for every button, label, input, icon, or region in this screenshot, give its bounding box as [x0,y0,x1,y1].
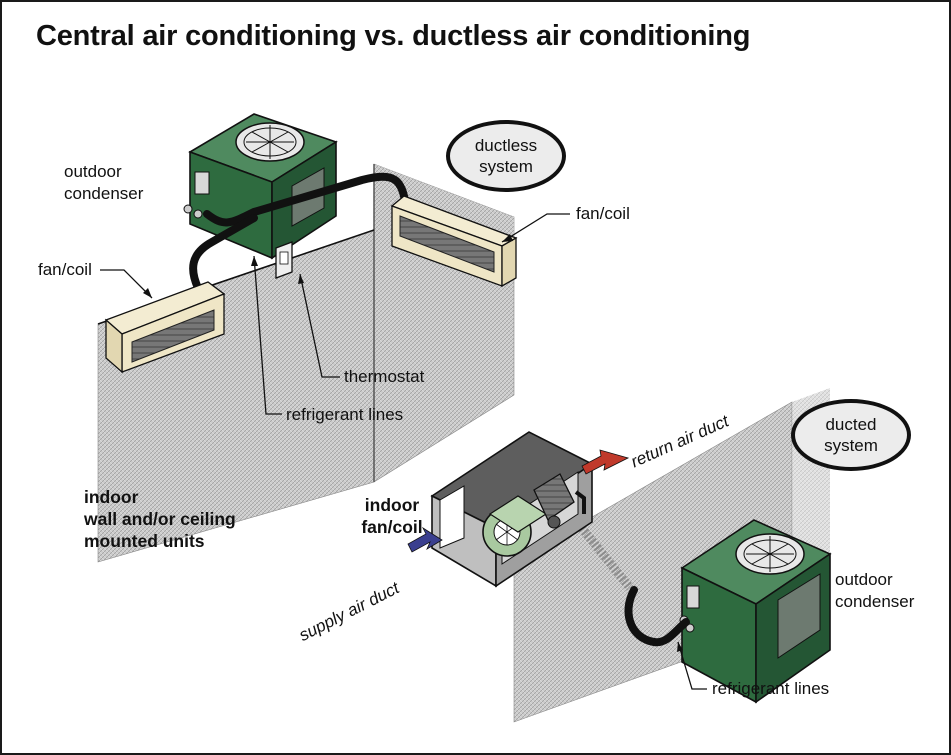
label-line: mounted units [84,531,205,551]
ducted-condenser-unit [679,519,832,704]
return-air-arrow [581,449,630,475]
ductless-refrigerant-lines-label: refrigerant lines [286,405,404,424]
ductless-outdoor-condenser-label: outdoor condenser [64,161,143,205]
ducted-refrigerant-lines-label: refrigerant lines [712,679,830,698]
label-line: condenser [835,592,915,611]
ducted-indoor-fan-coil [430,431,594,588]
ductless-fan-coil-right [390,195,518,288]
supply-air-arrow [407,526,443,553]
ducted-badge-line-1: ducted [825,415,877,434]
leader-thermostat [299,273,340,378]
leader-fan-coil-left [100,269,153,299]
ductless-refrigerant-line-right [203,172,410,227]
ducted-system-badge: ducted system [791,399,911,471]
indoor-units-label: indoor wall and/or ceiling mounted units [84,486,236,552]
ductless-badge-line-1: ductless [474,136,538,155]
label-line: indoor [84,487,139,507]
label-line: outdoor [835,570,893,589]
label-line: condenser [64,184,144,203]
ductless-condenser-unit [183,113,338,260]
ductless-system-badge: ductless system [446,120,566,192]
label-line: wall and/or ceiling [84,509,236,529]
leader-refrigerant-lines-ducted [677,641,707,690]
ductless-fan-coil-left [104,281,226,374]
ductless-fan-coil-left-label: fan/coil [38,260,92,279]
thermostat-device [275,241,293,279]
label-line: indoor [364,495,420,515]
leader-refrigerant-lines-ductless [253,255,282,415]
ductless-fan-coil-right-label: fan/coil [576,204,630,223]
ductless-badge-line-2: system [479,157,533,176]
ducted-badge-line-2: system [824,436,878,455]
ducted-outdoor-condenser-label: outdoor condenser [835,569,914,613]
thermostat-label: thermostat [344,367,425,386]
ductless-refrigerant-line-left [189,214,258,292]
ducted-refrigerant-line [624,586,690,647]
leader-fan-coil-right [501,213,570,243]
diagram-title: Central air conditioning vs. ductless ai… [36,20,751,52]
label-line: fan/coil [361,517,423,537]
label-line: outdoor [64,162,122,181]
indoor-fan-coil-label: indoor fan/coil [354,494,430,538]
